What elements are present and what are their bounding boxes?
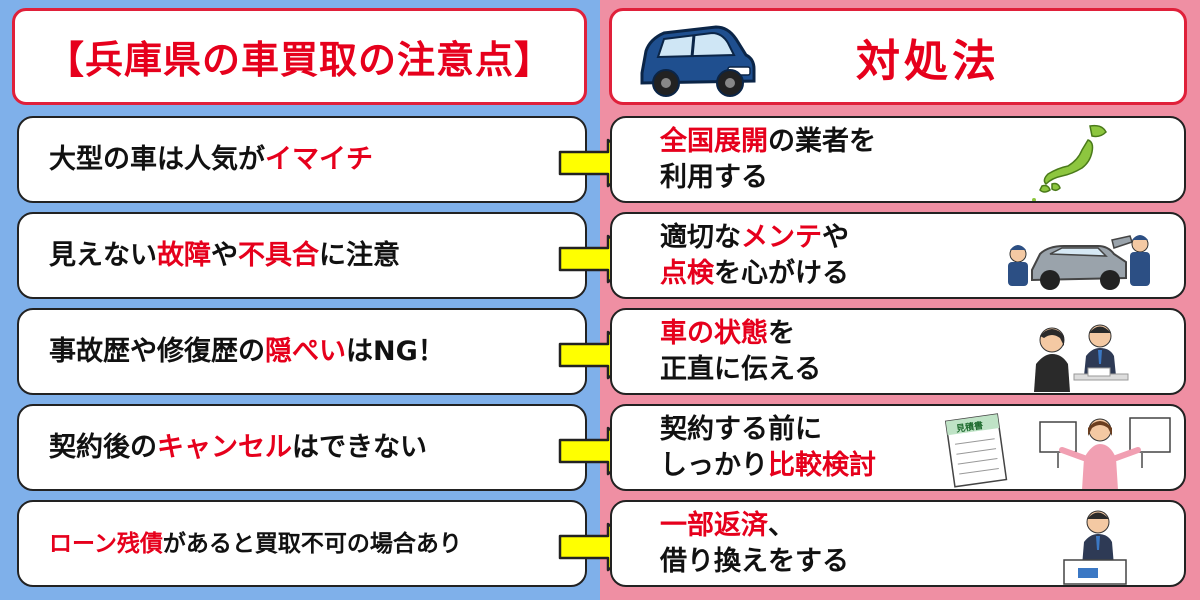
estimate-comparison-icon: 見積書 xyxy=(942,408,1182,489)
solution-card-2: 適切なメンテや 点検を心がける xyxy=(610,212,1186,299)
solution-card-4: 契約する前に しっかり比較検討 xyxy=(610,404,1186,491)
header-right-title: 対処法 xyxy=(856,35,1000,87)
solution-text: 全国展開の業者を 利用する xyxy=(660,125,876,193)
header-left: 【兵庫県の車買取の注意点】 xyxy=(12,8,587,105)
solution-text: 適切なメンテや 点検を心がける xyxy=(660,221,849,289)
cause-card-1: 大型の車は人気がイマイチ xyxy=(17,116,587,203)
cause-text: 見えない故障や不具合に注意 xyxy=(49,239,400,271)
cause-text: ローン残債があると買取不可の場合あり xyxy=(49,530,462,557)
cause-card-4: 契約後のキャンセルはできない xyxy=(17,404,587,491)
solution-card-5: 一部返済、 借り換えをする xyxy=(610,500,1186,587)
header-left-title: 【兵庫県の車買取の注意点】 xyxy=(45,38,553,82)
paperwork-man-icon xyxy=(1063,510,1127,585)
cause-card-3: 事故歴や修復歴の隠ぺいはNG！ xyxy=(17,308,587,395)
cause-text: 大型の車は人気がイマイチ xyxy=(49,143,373,175)
solution-text: 車の状態を 正直に伝える xyxy=(660,317,822,385)
business-meeting-icon xyxy=(1034,324,1129,392)
cause-card-2: 見えない故障や不具合に注意 xyxy=(17,212,587,299)
japan-map-icon xyxy=(1032,124,1107,201)
solution-text: 契約する前に しっかり比較検討 xyxy=(660,413,876,481)
solution-text: 一部返済、 借り換えをする xyxy=(660,509,849,577)
solution-card-1: 全国展開の業者を 利用する xyxy=(610,116,1186,203)
car-mechanics-icon xyxy=(1008,235,1150,290)
solution-card-3: 車の状態を 正直に伝える xyxy=(610,308,1186,395)
blue-car-icon xyxy=(640,25,756,97)
cause-text: 事故歴や修復歴の隠ぺいはNG！ xyxy=(49,335,445,367)
cause-card-5: ローン残債があると買取不可の場合あり xyxy=(17,500,587,587)
header-right: 対処法 xyxy=(609,8,1187,105)
cause-text: 契約後のキャンセルはできない xyxy=(49,431,427,463)
